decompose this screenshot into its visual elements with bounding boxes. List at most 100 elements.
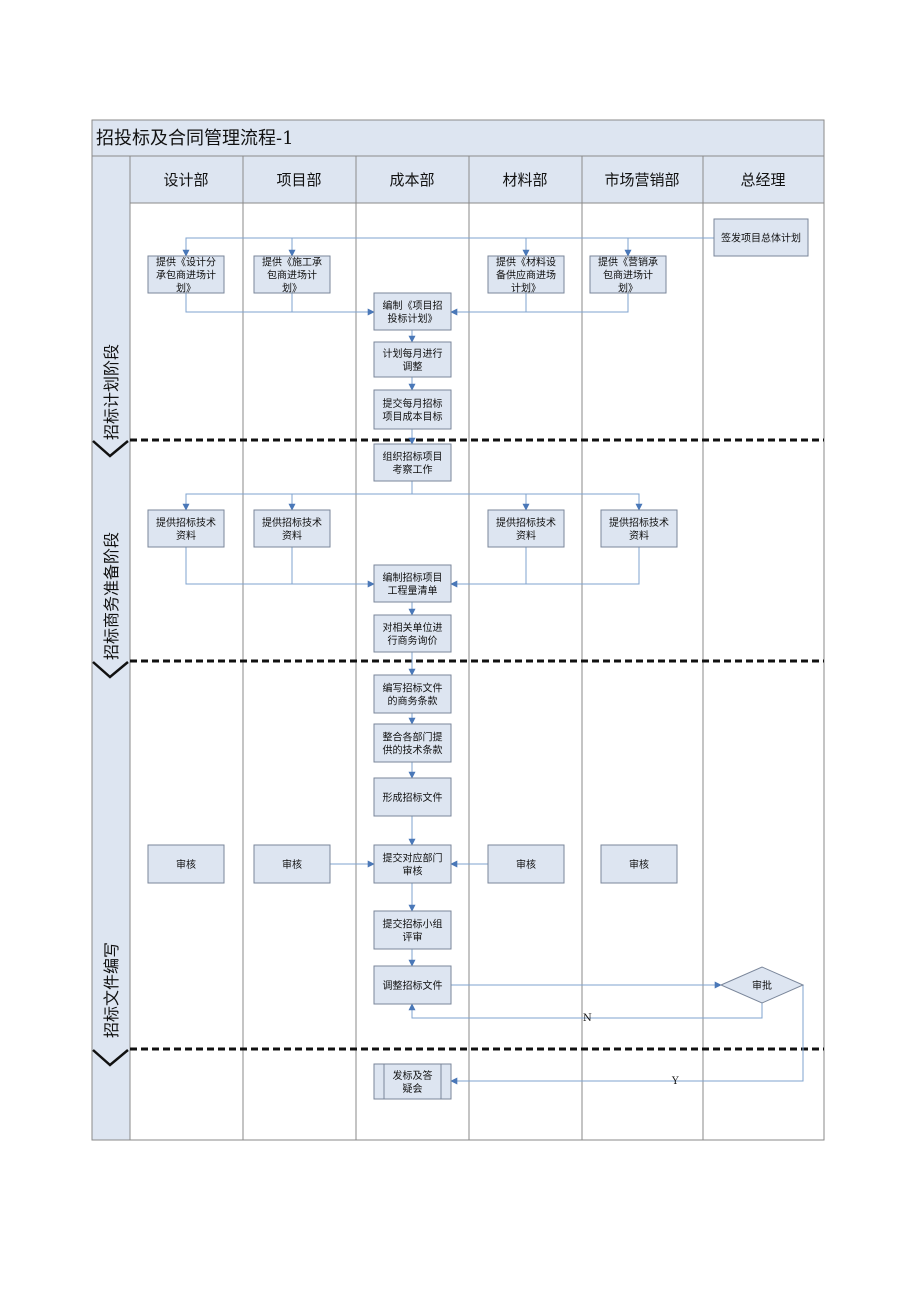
node-text-line: 审核 xyxy=(629,858,649,871)
node-text-line: 包商进场计 xyxy=(603,269,653,282)
node-text-line: 提供《材料设 xyxy=(496,256,556,269)
process-box xyxy=(147,509,225,548)
process-box xyxy=(713,218,809,257)
process-box xyxy=(373,564,452,603)
node-text-line: 提供招标技术 xyxy=(262,516,322,529)
connector xyxy=(450,293,629,316)
node-text-line: 整合各部门提 xyxy=(383,731,443,744)
node-text-line: 计划每月进行 xyxy=(383,347,443,360)
node-text-line: 投标计划》 xyxy=(388,312,438,325)
process-box xyxy=(373,965,452,1005)
node-text-line: 资料 xyxy=(176,529,196,542)
node-text-line: 疑会 xyxy=(403,1082,423,1095)
node-text-line: 资料 xyxy=(516,529,536,542)
connector-yes xyxy=(450,985,804,1085)
phase-chevron xyxy=(92,1049,129,1067)
edge-label-no: N xyxy=(583,1013,592,1024)
node-text-line: 形成招标文件 xyxy=(383,791,443,804)
flow-node-sign: 签发项目总体计划 xyxy=(713,218,809,257)
department-header-marketing: 市场营销部 xyxy=(604,171,679,189)
node-text-line: 包商进场计 xyxy=(267,269,317,282)
process-box xyxy=(487,509,565,548)
process-box xyxy=(373,844,452,884)
node-text-line: 评审 xyxy=(403,931,423,944)
process-box xyxy=(589,255,667,294)
connector xyxy=(450,547,640,588)
department-header-cost: 成本部 xyxy=(389,171,434,189)
process-box xyxy=(253,509,331,548)
node-text-line: 供的技术条款 xyxy=(383,744,443,757)
edge-label-yes: Y xyxy=(671,1076,679,1087)
process-box xyxy=(373,910,452,950)
title-bar xyxy=(91,119,825,157)
phase-label-document-writing: 招标文件编写 xyxy=(102,942,121,1038)
decision-shape xyxy=(719,966,805,1004)
node-text-line: 提交每月招标 xyxy=(383,397,443,410)
process-box xyxy=(147,844,225,884)
department-header-gm: 总经理 xyxy=(740,171,785,189)
node-text-line: 划》 xyxy=(618,282,638,295)
node-text-line: 签发项目总体计划 xyxy=(721,232,801,245)
process-box xyxy=(147,255,225,294)
node-text-line: 组织招标项目 xyxy=(383,450,443,463)
node-text-line: 的商务条款 xyxy=(388,695,438,708)
flow-node-k3: 审核 xyxy=(600,844,678,884)
node-text-line: 行商务询价 xyxy=(388,634,438,647)
connector xyxy=(185,293,375,316)
process-box xyxy=(373,1063,452,1100)
node-text-line: 提供招标技术 xyxy=(609,516,669,529)
node-text-line: 编制招标项目 xyxy=(383,571,443,584)
node-text-line: 发标及答 xyxy=(393,1069,433,1082)
node-text-line: 项目成本目标 xyxy=(383,410,443,423)
node-text-line: 调整 xyxy=(403,360,423,373)
flow-node-p3: 审核 xyxy=(253,844,331,884)
node-text-line: 提供《营销承 xyxy=(598,256,658,269)
process-box xyxy=(373,674,452,714)
connector xyxy=(185,547,375,588)
flow-node-d3: 审核 xyxy=(147,844,225,884)
connector-no xyxy=(408,1003,763,1019)
node-text-line: 承包商进场计 xyxy=(156,269,216,282)
node-text-line: 对相关单位进 xyxy=(383,621,443,634)
flow-node-m3: 审核 xyxy=(487,844,565,884)
process-box xyxy=(487,255,565,294)
phase-label-commercial-prep: 招标商务准备阶段 xyxy=(102,532,121,660)
node-text-line: 编写招标文件 xyxy=(383,682,443,695)
connector xyxy=(182,237,714,257)
node-text-line: 编制《项目招 xyxy=(383,299,443,312)
process-box xyxy=(373,341,452,378)
process-box xyxy=(373,389,452,430)
node-text-line: 提交招标小组 xyxy=(383,918,443,931)
process-box xyxy=(600,509,678,548)
process-box xyxy=(373,777,452,817)
node-text-line: 划》 xyxy=(176,282,196,295)
connectors xyxy=(182,237,804,1085)
nodes: 签发项目总体计划提供《设计分承包商进场计划》提供《施工承包商进场计划》提供《材料… xyxy=(147,218,809,1100)
process-box xyxy=(487,844,565,884)
node-text-line: 调整招标文件 xyxy=(383,979,443,992)
node-text-line: 提供招标技术 xyxy=(496,516,556,529)
node-text-line: 提供《施工承 xyxy=(262,256,322,269)
flow-node-c12: 调整招标文件 xyxy=(373,965,452,1005)
node-text-line: 审核 xyxy=(282,858,302,871)
department-header-row xyxy=(129,155,825,204)
node-text-line: 备供应商进场 xyxy=(496,269,556,282)
phase-column xyxy=(91,155,131,1141)
flow-node-gm: 审批 xyxy=(719,966,805,1004)
process-box xyxy=(373,443,452,482)
node-text-line: 资料 xyxy=(629,529,649,542)
process-box xyxy=(373,614,452,653)
